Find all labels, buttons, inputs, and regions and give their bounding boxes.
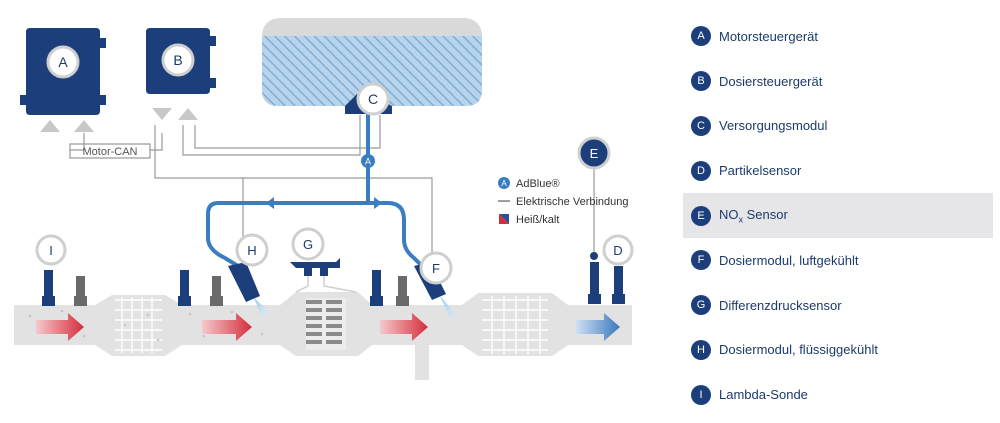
legend-badge: E (691, 205, 711, 226)
legend-item-g: G Differenzdrucksensor (683, 283, 993, 328)
component-legend: A Motorsteuergerät B Dosiersteuergerät C… (683, 14, 993, 417)
catalyst-block (115, 297, 162, 353)
label-c: C (368, 91, 378, 107)
legend-label: Partikelsensor (719, 163, 802, 179)
particle-filter (306, 298, 346, 350)
dosing-ecu: B (146, 28, 216, 120)
legend-badge: G (691, 295, 711, 316)
legend-label: Lambda-Sonde (719, 387, 808, 403)
legend-item-f: F Dosiermodul, luftgekühlt (683, 238, 993, 283)
legend-label: Motorsteuergerät (719, 28, 818, 44)
nox-sensor-label: E (577, 136, 611, 170)
legend-badge: C (691, 115, 711, 136)
particle-sensor: D (588, 234, 634, 304)
adblue-marker (361, 154, 375, 168)
legend-badge: D (691, 160, 711, 181)
lambda-sensor-group: I (35, 234, 87, 306)
key-adblue-badge: A (501, 179, 507, 188)
legend-label: Dosiermodul, luftgekühlt (719, 252, 859, 268)
flow-arrow-cold (576, 313, 620, 341)
legend-label: Dosiersteuergerät (719, 73, 823, 89)
exhaust-pipe (14, 292, 632, 380)
legend-label: NOx Sensor (719, 206, 788, 225)
dosing-module-air-cooled: F (414, 251, 458, 322)
adblue-marker-letter: A (365, 157, 371, 167)
label-h: H (247, 243, 256, 258)
label-g: G (303, 237, 313, 252)
label-a: A (58, 54, 68, 70)
label-e: E (590, 146, 599, 161)
sensors-mid-1 (178, 270, 223, 306)
key-electric: Elektrische Verbindung (516, 196, 629, 208)
label-circle-c (356, 82, 390, 116)
scr-system-diagram: A C A B Motor-CAN I (14, 18, 634, 380)
label-b: B (173, 52, 182, 68)
key-hotcold: Heiß/kalt (516, 214, 559, 226)
sensors-mid-2 (370, 270, 409, 306)
flow-arrow-hot-2 (202, 313, 252, 341)
label-i: I (49, 243, 53, 258)
legend-label: Dosiermodul, flüssiggekühlt (719, 342, 878, 358)
motor-ecu: A (20, 28, 106, 132)
dosing-module-liquid-cooled: H (228, 233, 269, 318)
diagram-key: A AdBlue® Elektrische Verbindung Heiß/ka… (498, 177, 629, 226)
legend-item-i: I Lambda-Sonde (683, 372, 993, 417)
flow-arrow-hot-1 (36, 313, 84, 341)
label-f: F (432, 261, 440, 276)
electric-wiring (69, 115, 595, 264)
legend-badge: B (691, 71, 711, 92)
legend-item-c: C Versorgungsmodul (683, 104, 993, 149)
legend-label: Differenzdrucksensor (719, 297, 842, 313)
legend-badge: H (691, 339, 711, 360)
flow-arrow-hot-3 (380, 313, 428, 341)
supply-module: C (345, 82, 392, 116)
key-adblue: AdBlue® (516, 178, 560, 190)
legend-item-b: B Dosiersteuergerät (683, 59, 993, 104)
legend-badge: I (691, 384, 711, 405)
legend-item-h: H Dosiermodul, flüssiggekühlt (683, 328, 993, 373)
label-d: D (613, 243, 622, 258)
scr-catalyst (482, 296, 548, 354)
motor-can-label: Motor-CAN (82, 146, 137, 158)
legend-item-e: E NOx Sensor (683, 193, 993, 238)
adblue-tank (262, 18, 482, 106)
legend-badge: A (691, 26, 711, 47)
legend-label: Versorgungsmodul (719, 118, 828, 134)
legend-badge: F (691, 250, 711, 271)
legend-item-d: D Partikelsensor (683, 148, 993, 193)
diff-pressure-sensor: G (290, 227, 357, 293)
legend-item-a: A Motorsteuergerät (683, 14, 993, 59)
